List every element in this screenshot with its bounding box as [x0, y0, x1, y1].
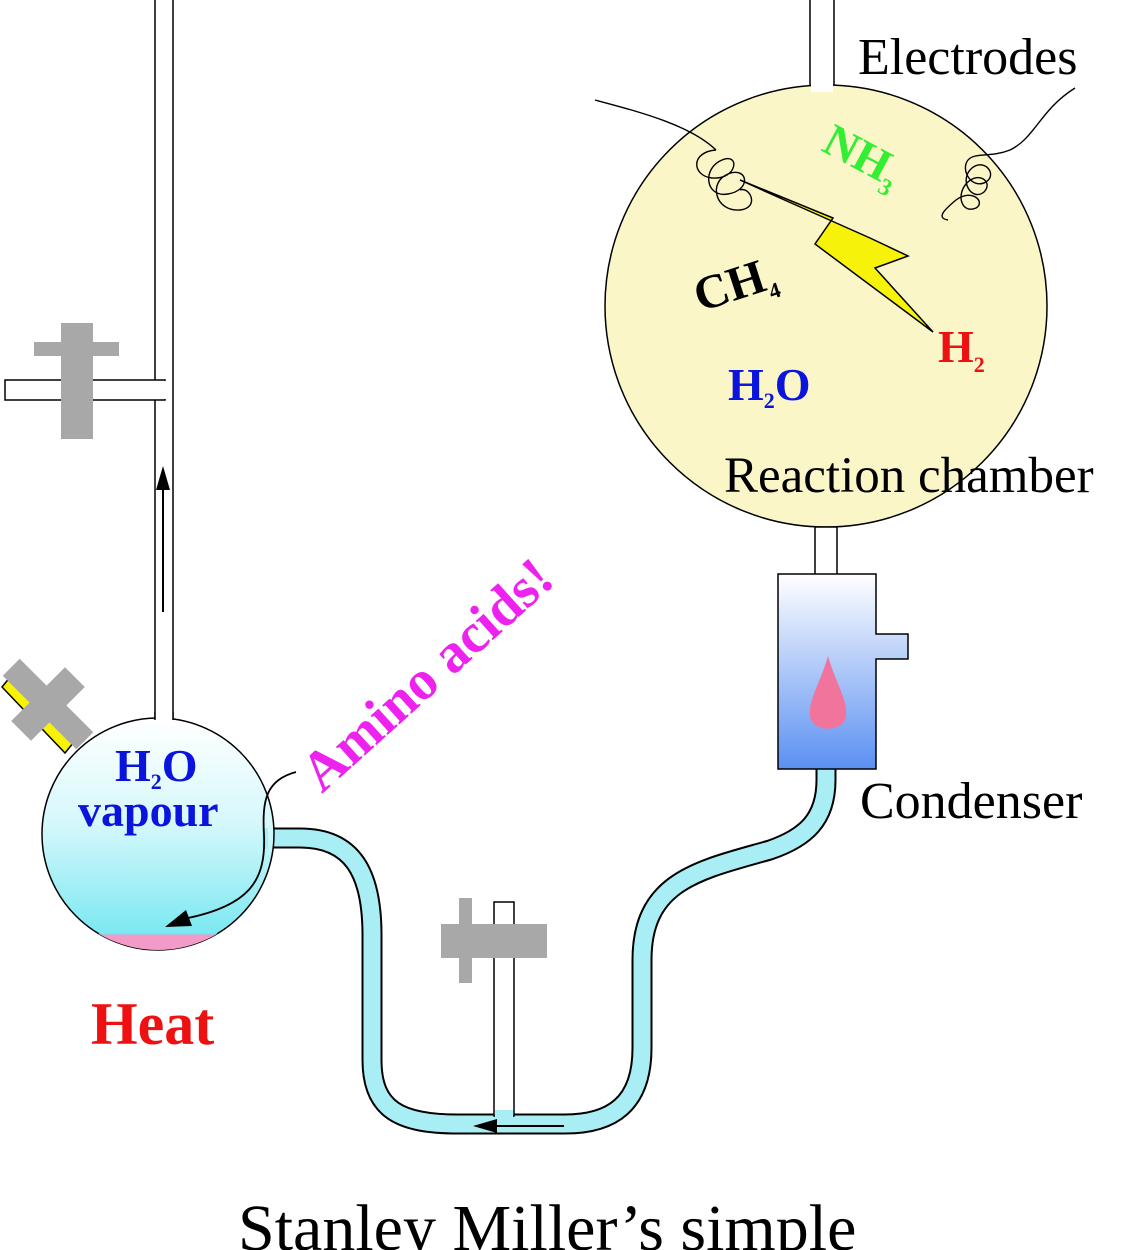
vapour-label: vapour	[78, 785, 219, 836]
chamber-to-condenser-tube	[814, 526, 838, 578]
condensation-droplet-icon	[809, 656, 847, 729]
upper-left-stopcock	[34, 323, 119, 439]
condenser	[777, 573, 909, 770]
heating-flask	[41, 712, 275, 951]
flask-side-stopcock	[2, 658, 94, 750]
heat-label: Heat	[91, 991, 214, 1057]
spark-lightning-icon	[739, 179, 934, 333]
h2o-flask-formula: H2O	[115, 740, 198, 794]
diagram-caption: Stanley Miller’s simple	[238, 1192, 856, 1250]
return-flow-arrow	[473, 1119, 564, 1133]
amino-acid-residue	[42, 934, 274, 950]
condenser-label: Condenser	[860, 773, 1082, 830]
amino-acids-label: Amino acids!	[289, 546, 565, 803]
h2o-chamber-formula: H2O	[728, 359, 811, 413]
upward-flow-arrow	[156, 466, 170, 612]
return-tube	[255, 758, 837, 1135]
h2-formula: H2	[938, 321, 985, 377]
left-electrode-wire	[594, 99, 753, 211]
reaction-chamber-label: Reaction chamber	[724, 448, 1094, 504]
bottom-stopcock	[441, 898, 547, 983]
right-electrode-wire	[941, 87, 1076, 221]
amino-acids-arrow	[165, 771, 297, 927]
electrodes-label: Electrodes	[858, 29, 1077, 86]
